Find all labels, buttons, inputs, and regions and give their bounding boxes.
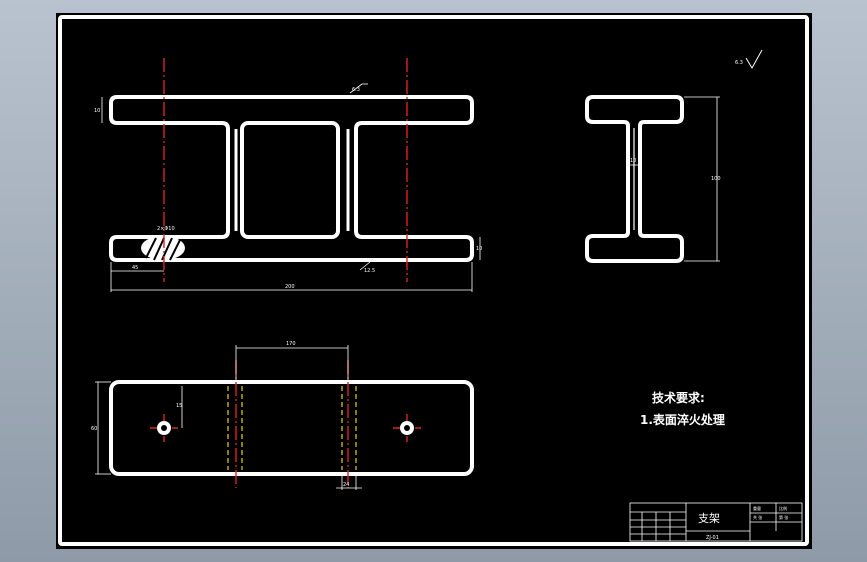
title-label-scale: 比例 xyxy=(779,505,787,511)
dim-top-hole-spacing: 170 xyxy=(286,341,296,347)
dim-front-bottom-flange: 10 xyxy=(476,246,482,252)
front-dimensions xyxy=(101,83,481,292)
dim-side-height: 100 xyxy=(711,176,721,182)
title-drawing-number: ZJ-01 xyxy=(706,535,719,541)
drawing-border xyxy=(58,15,809,546)
roughness-bottom-label: 12.5 xyxy=(364,268,375,274)
title-label-sheet-no: 第 张 xyxy=(779,514,788,520)
hole-callout-label: 2×Φ10 xyxy=(157,226,175,232)
front-view-outline xyxy=(109,95,474,262)
dim-top-height: 60 xyxy=(91,426,97,432)
top-dimensions xyxy=(95,345,362,490)
tech-notes-heading: 技术要求: xyxy=(652,390,705,405)
top-view xyxy=(109,360,474,488)
dim-front-width: 200 xyxy=(285,284,295,290)
dim-front-left-offset: 45 xyxy=(132,265,138,271)
title-label-sheets-total: 共 张 xyxy=(753,514,762,520)
drawing-sheet xyxy=(56,13,812,549)
tech-notes-item-1: 1.表面淬火处理 xyxy=(640,412,725,427)
roughness-general-symbol: 6.3 xyxy=(735,49,763,69)
top-view-outline xyxy=(109,380,474,476)
side-dimensions xyxy=(628,96,720,262)
roughness-top-label: 6.3 xyxy=(352,87,360,93)
dim-front-top-flange: 10 xyxy=(94,108,100,114)
side-view xyxy=(585,95,684,263)
side-view-outline xyxy=(585,95,684,263)
title-label-weight: 重量 xyxy=(753,505,761,511)
dim-top-hole-offset: 15 xyxy=(176,403,182,409)
top-hidden-lines xyxy=(227,386,357,470)
section-hatch xyxy=(141,236,185,261)
title-part-name: 支架 xyxy=(698,512,720,525)
front-view-window xyxy=(240,121,340,239)
dim-top-bottom-width: 24 xyxy=(343,482,349,488)
title-block xyxy=(629,502,803,542)
front-centerlines xyxy=(163,58,408,282)
front-view xyxy=(109,95,474,262)
dim-side-web: 10 xyxy=(630,158,636,164)
roughness-general-label: 6.3 xyxy=(735,60,743,66)
